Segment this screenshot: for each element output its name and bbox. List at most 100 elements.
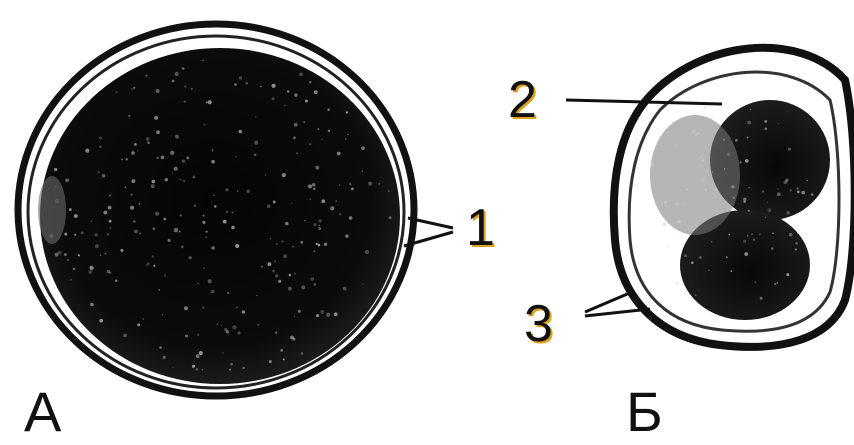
granule bbox=[777, 188, 778, 189]
granule bbox=[339, 184, 340, 185]
granule bbox=[196, 368, 199, 371]
caption-b: Б bbox=[626, 384, 663, 440]
granule bbox=[345, 138, 347, 140]
granule bbox=[197, 283, 198, 284]
granule bbox=[90, 266, 94, 270]
granule bbox=[231, 226, 235, 230]
granule bbox=[786, 273, 789, 276]
granule bbox=[202, 369, 203, 370]
granule bbox=[765, 128, 767, 130]
granule bbox=[193, 176, 196, 179]
granule bbox=[739, 161, 741, 163]
granule bbox=[137, 323, 140, 326]
granule bbox=[152, 255, 154, 257]
granule bbox=[208, 100, 212, 104]
granule bbox=[123, 334, 127, 338]
granule bbox=[161, 156, 165, 160]
granule bbox=[733, 197, 735, 199]
granule bbox=[196, 354, 200, 358]
granule bbox=[192, 365, 195, 368]
granule bbox=[269, 360, 272, 363]
granule bbox=[349, 183, 351, 185]
callout-2: 2 bbox=[508, 74, 537, 126]
granule bbox=[296, 152, 298, 154]
granule bbox=[168, 239, 171, 242]
granule bbox=[153, 265, 155, 267]
granule bbox=[303, 121, 305, 123]
granule bbox=[285, 222, 288, 225]
granule bbox=[685, 229, 686, 230]
granule bbox=[760, 297, 763, 300]
granule bbox=[777, 282, 779, 284]
granule bbox=[217, 323, 218, 324]
granule bbox=[125, 186, 127, 188]
granule bbox=[318, 128, 320, 130]
granule bbox=[211, 160, 215, 164]
granule bbox=[787, 211, 790, 214]
granule bbox=[362, 170, 364, 172]
granule bbox=[389, 216, 392, 219]
granule bbox=[198, 334, 200, 336]
granule bbox=[139, 233, 141, 235]
granule bbox=[319, 225, 321, 227]
granule bbox=[159, 346, 162, 349]
granule bbox=[226, 188, 229, 191]
granule bbox=[712, 171, 714, 173]
granule bbox=[154, 116, 158, 120]
granule bbox=[666, 246, 668, 248]
granule bbox=[203, 215, 205, 217]
granule bbox=[351, 188, 354, 191]
granule bbox=[750, 109, 751, 110]
granule bbox=[316, 314, 319, 317]
granule bbox=[801, 191, 805, 195]
granule bbox=[315, 166, 319, 170]
granule bbox=[78, 254, 80, 256]
granule bbox=[692, 130, 696, 134]
granule bbox=[109, 220, 112, 223]
figure-a bbox=[18, 24, 414, 396]
granule bbox=[116, 92, 117, 93]
granule bbox=[328, 130, 330, 132]
granule bbox=[730, 270, 732, 272]
granule bbox=[151, 184, 155, 188]
granule bbox=[284, 105, 285, 106]
granule bbox=[796, 187, 798, 189]
granule bbox=[651, 163, 654, 166]
granule bbox=[109, 195, 111, 197]
granule bbox=[747, 121, 751, 125]
granule bbox=[143, 318, 144, 319]
granule bbox=[58, 251, 61, 254]
granule bbox=[163, 356, 166, 359]
granule bbox=[278, 280, 281, 283]
granule bbox=[312, 183, 315, 186]
granule bbox=[747, 235, 749, 237]
granule bbox=[298, 310, 301, 313]
granule bbox=[99, 319, 103, 323]
granule bbox=[735, 139, 738, 142]
granule bbox=[261, 266, 263, 268]
granule bbox=[234, 83, 237, 86]
granule bbox=[697, 132, 700, 135]
granule bbox=[795, 248, 797, 250]
granule bbox=[100, 255, 101, 256]
granule bbox=[731, 185, 734, 188]
granule bbox=[54, 168, 57, 171]
granule bbox=[164, 218, 167, 221]
granule bbox=[191, 88, 193, 90]
granule bbox=[134, 230, 138, 234]
granule bbox=[691, 261, 694, 264]
granule bbox=[318, 244, 321, 247]
granule bbox=[368, 182, 372, 186]
granule bbox=[229, 369, 231, 371]
granule bbox=[147, 262, 150, 265]
granule bbox=[214, 205, 217, 208]
granule bbox=[88, 270, 92, 274]
granule bbox=[180, 179, 181, 180]
granule bbox=[301, 352, 304, 355]
granule bbox=[70, 279, 72, 281]
granule bbox=[288, 287, 292, 291]
granule bbox=[235, 156, 237, 158]
granule bbox=[675, 144, 676, 145]
granule bbox=[185, 86, 186, 87]
callout-3: 3 bbox=[524, 298, 553, 350]
